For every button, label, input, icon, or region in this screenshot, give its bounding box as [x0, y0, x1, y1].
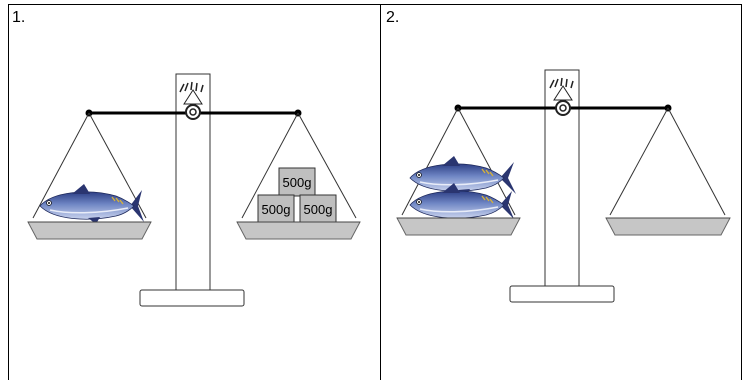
panel-1: 1. — [12, 9, 361, 307]
balance-scale-2 — [396, 69, 731, 303]
pan-string — [667, 107, 726, 216]
pan-string — [609, 107, 669, 216]
panel-2: 2. — [380, 0, 742, 380]
tuna-fish-icon — [39, 184, 144, 224]
left-pan — [27, 221, 152, 240]
weight-block: 500g — [299, 194, 337, 223]
svg-text:500g: 500g — [283, 175, 312, 190]
left-pan — [396, 217, 521, 236]
tuna-fish-icon — [409, 156, 516, 196]
pan-string — [32, 112, 90, 219]
scale-base — [509, 285, 615, 303]
pan-string — [457, 107, 516, 216]
panel-number: 2. — [386, 9, 400, 26]
weight-block: 500g — [278, 167, 316, 197]
panel-number: 1. — [12, 9, 26, 26]
balance-scale-1: 500g 500g 500g — [27, 73, 361, 307]
right-pan — [605, 217, 731, 236]
scale-base — [139, 289, 245, 307]
svg-text:500g: 500g — [304, 202, 333, 217]
pan-string — [297, 112, 357, 219]
right-pan — [236, 221, 361, 240]
pan-string — [241, 112, 299, 219]
scale-dial-icon — [549, 77, 574, 101]
panel-divider — [380, 4, 381, 380]
beam-pivot — [555, 100, 571, 116]
svg-text:500g: 500g — [262, 202, 291, 217]
beam-pivot — [185, 104, 201, 120]
weight-block: 500g — [257, 194, 295, 223]
pan-string — [401, 107, 459, 216]
